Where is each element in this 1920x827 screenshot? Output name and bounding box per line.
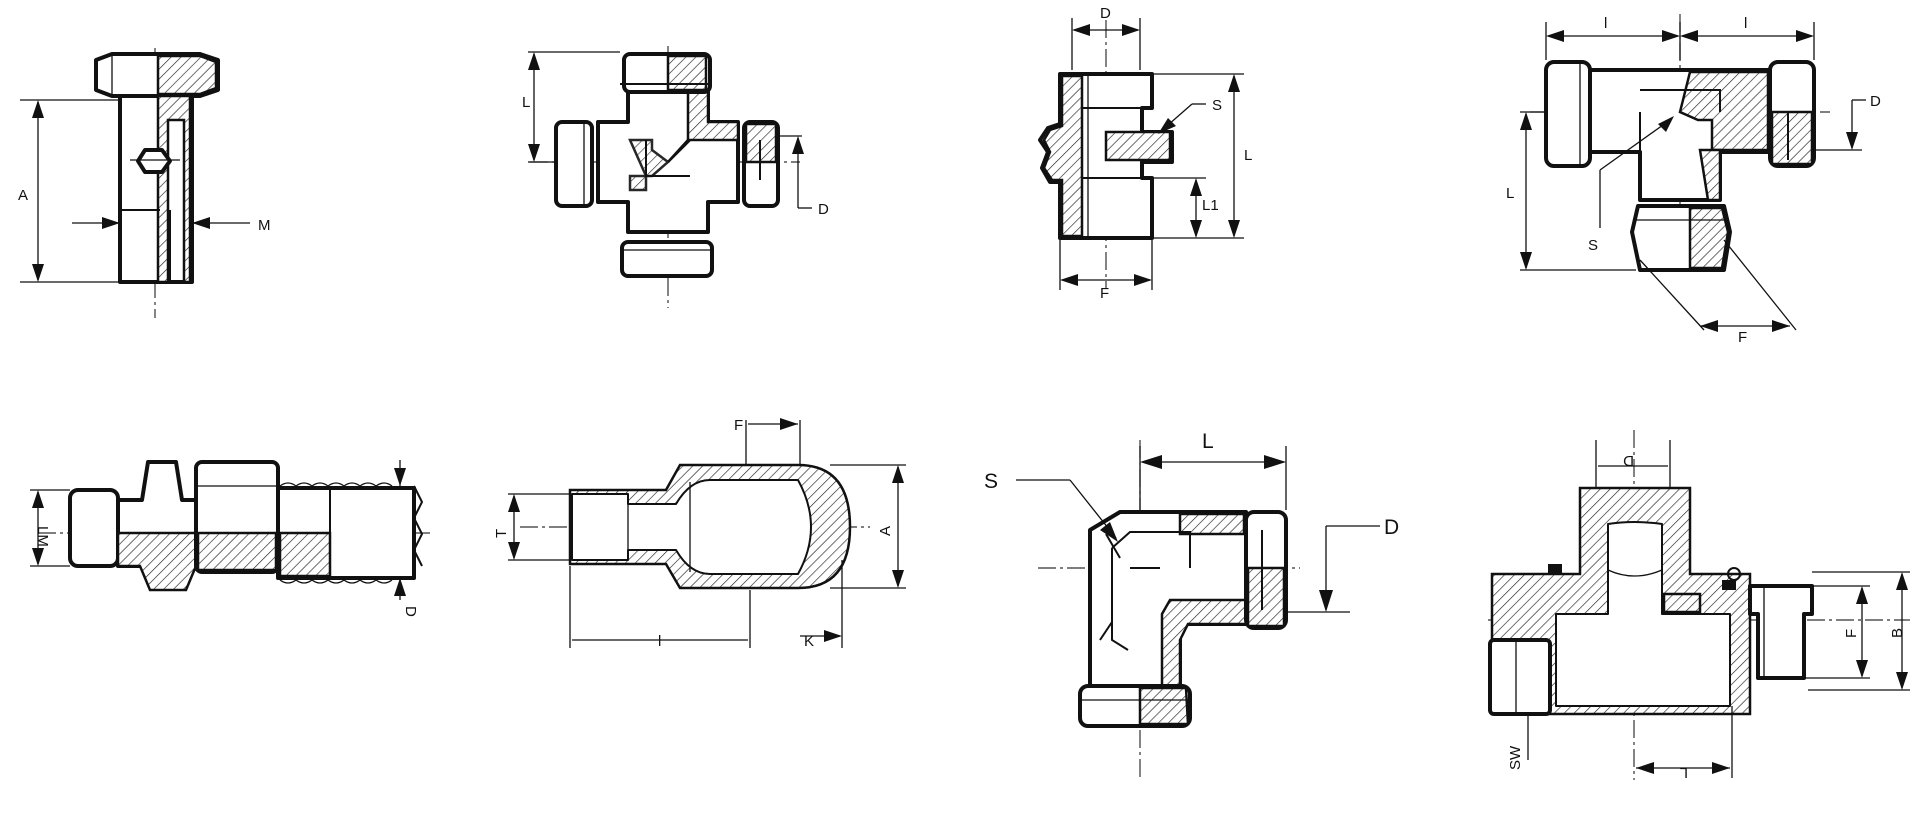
- dim-label-d: D: [1623, 452, 1634, 469]
- dim-label-l: L: [1244, 147, 1252, 164]
- dim-label-f: F: [1100, 285, 1109, 302]
- hose-fitting-figure: LM D: [30, 460, 430, 617]
- elbow-union-figure: S L D: [984, 430, 1399, 778]
- dim-label-lm: LM: [34, 526, 51, 547]
- dim-label-d: D: [1870, 93, 1881, 110]
- dim-label-m: M: [258, 217, 271, 234]
- dim-label-l: L: [1680, 764, 1688, 781]
- dim-label-s: S: [984, 470, 998, 493]
- cross-union-figure: L D: [522, 46, 829, 308]
- bulkhead-connector-figure: D S L L1 F: [1038, 5, 1252, 302]
- dim-label-l: l: [658, 633, 661, 650]
- dim-label-a: A: [18, 187, 28, 204]
- dim-label-sw: SW: [1507, 745, 1524, 770]
- dim-label-l-left: l: [1604, 15, 1607, 32]
- dim-label-t: T: [493, 529, 510, 538]
- dim-label-f: F: [734, 417, 743, 434]
- branch-tee-figure: l l D L S F: [1506, 14, 1881, 346]
- dim-label-l-right: l: [1744, 15, 1747, 32]
- dim-label-l: L: [522, 94, 530, 111]
- dim-label-f: F: [1738, 329, 1747, 346]
- dim-label-d: D: [1384, 516, 1399, 539]
- dim-label-f: F: [1843, 629, 1860, 638]
- banjo-bolt-figure: A M: [18, 48, 271, 318]
- dim-label-s: S: [1212, 97, 1222, 114]
- dim-label-d: D: [818, 201, 829, 218]
- dim-label-d: D: [1100, 5, 1111, 22]
- dim-label-l: L: [1202, 430, 1214, 453]
- dim-label-b: B: [1889, 628, 1906, 638]
- dim-label-d: D: [402, 606, 419, 617]
- dim-label-l: L: [1506, 185, 1514, 202]
- dim-label-k: K: [804, 633, 814, 650]
- dim-label-a: A: [877, 526, 894, 536]
- dim-label-l1: L1: [1202, 197, 1219, 214]
- weld-boss-figure: F T A l K: [493, 417, 906, 650]
- dim-label-s: S: [1588, 237, 1598, 254]
- swivel-tee-figure: D F B SW L: [1488, 430, 1910, 781]
